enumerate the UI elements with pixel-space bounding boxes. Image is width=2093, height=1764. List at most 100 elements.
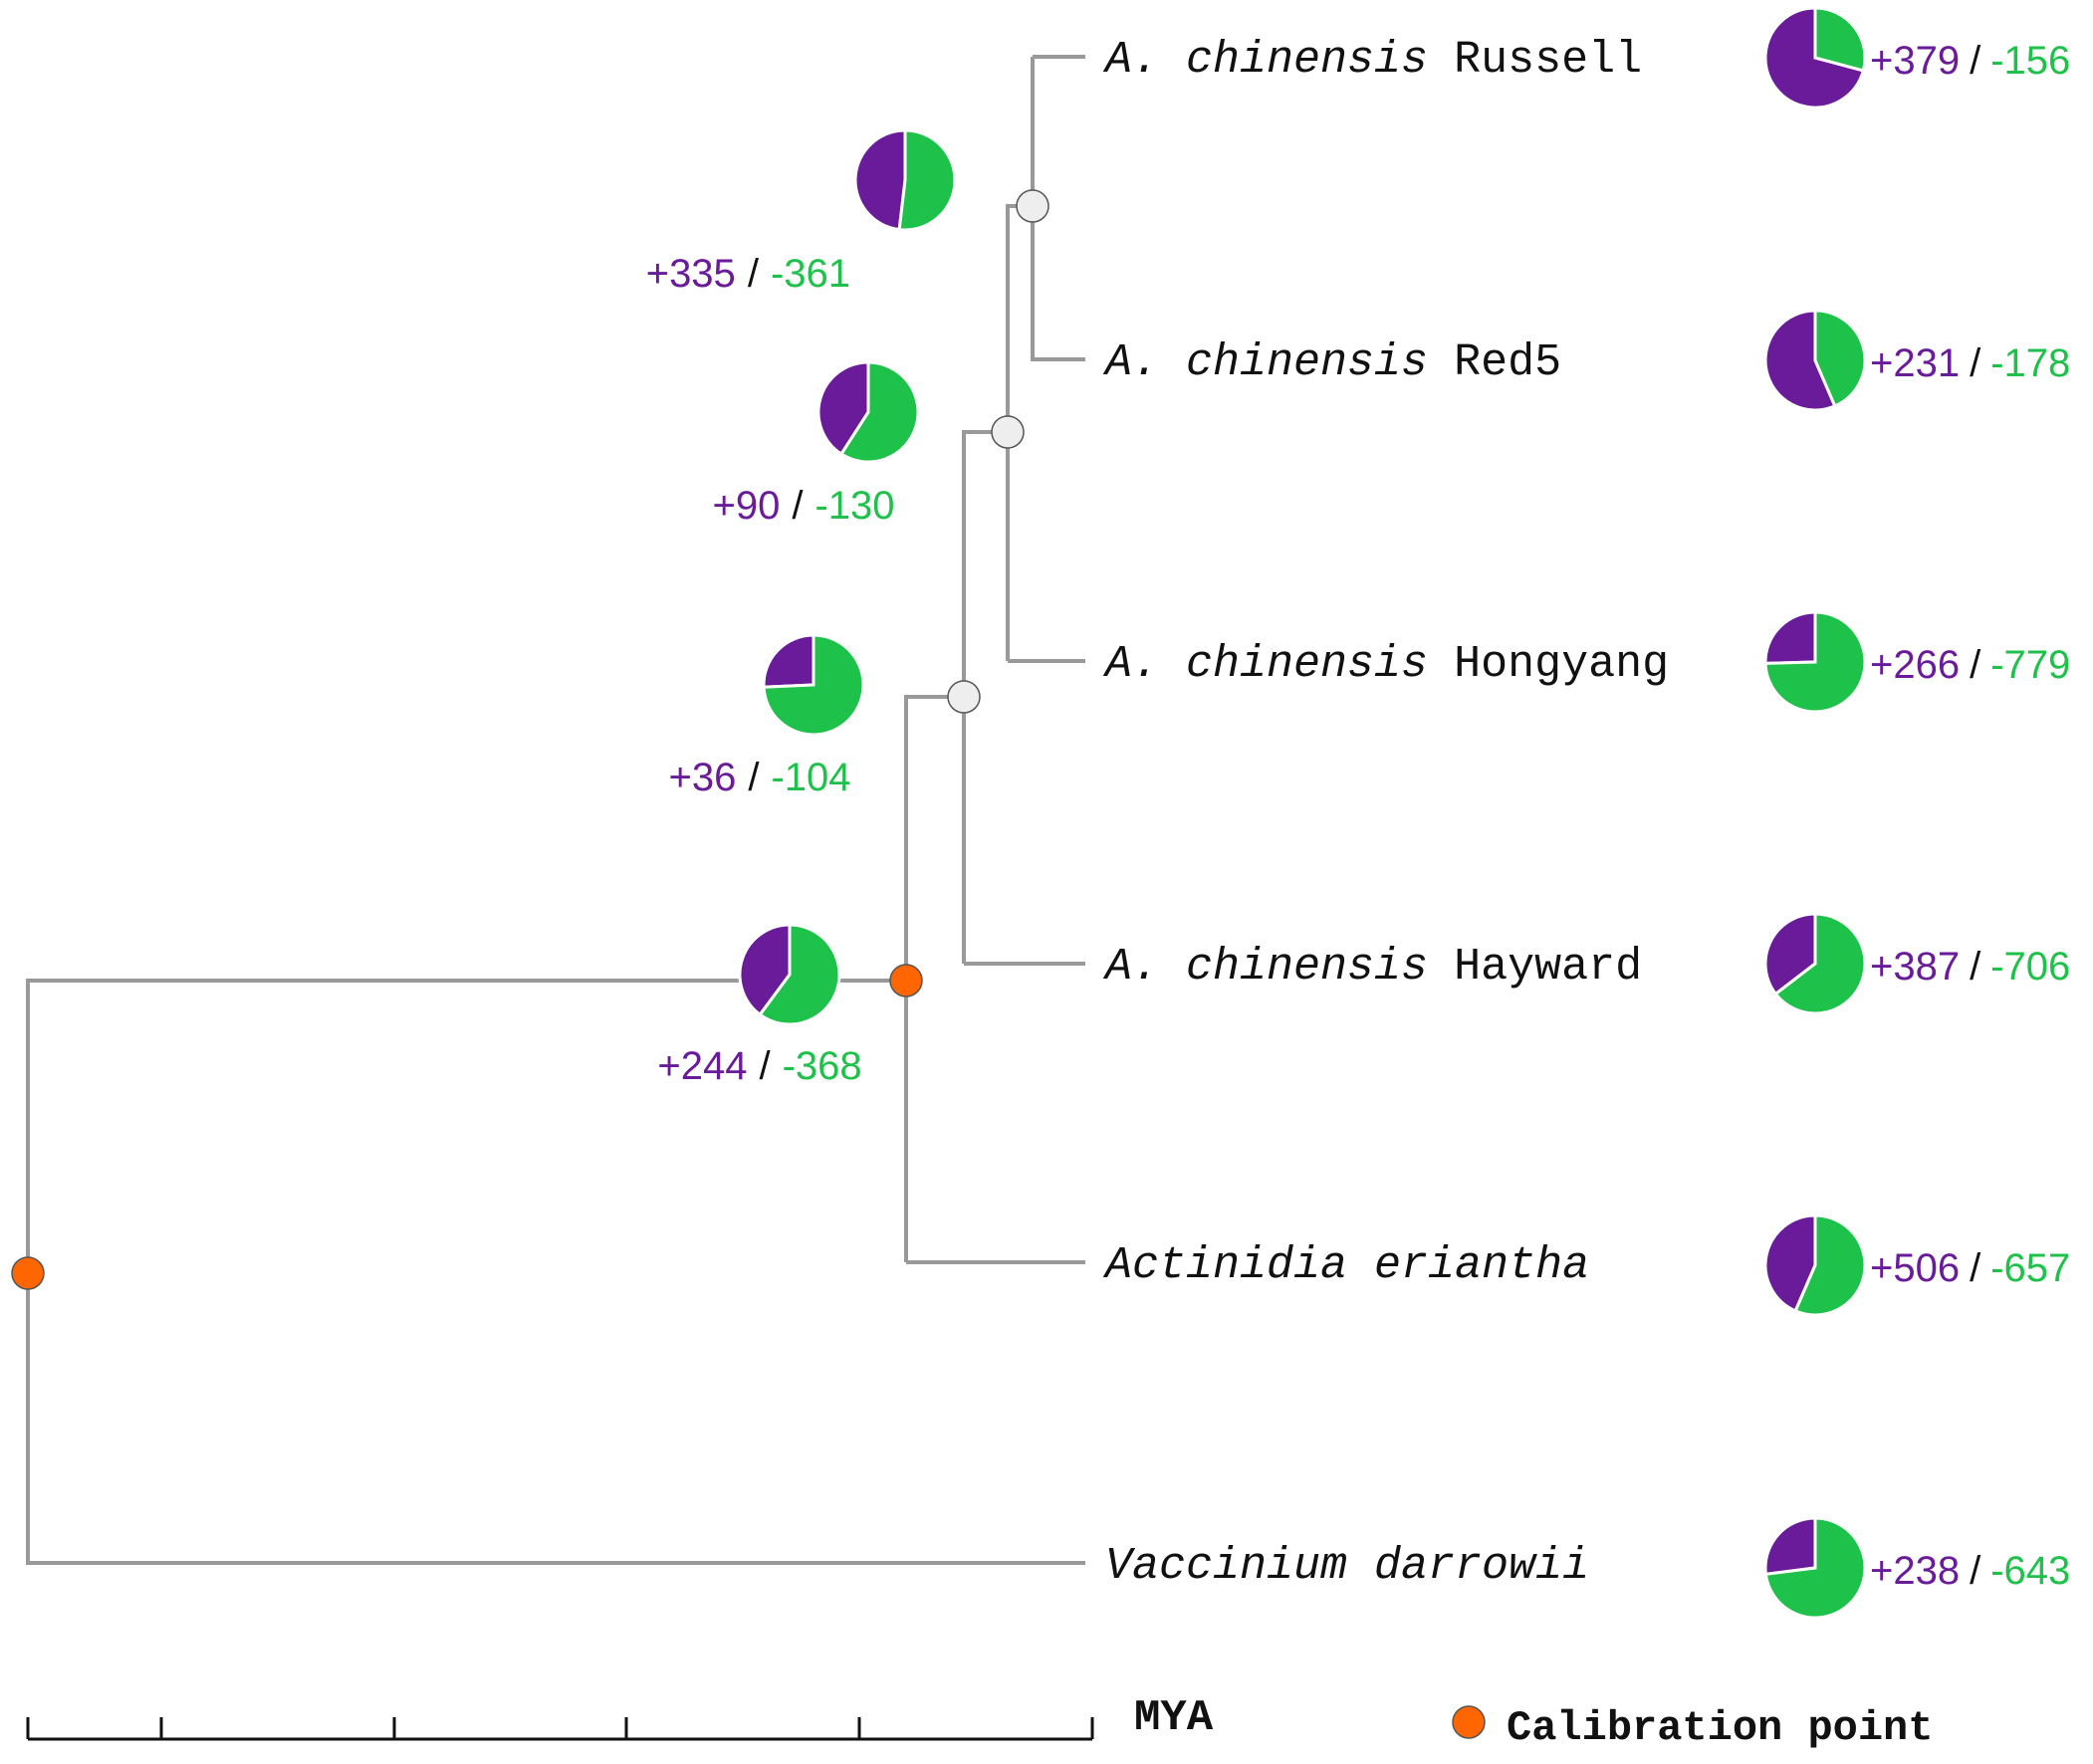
count-tip-eriantha: +506/-657 <box>1870 1246 2070 1290</box>
taxon-species: Vaccinium darrowii <box>1105 1541 1589 1592</box>
separator: / <box>748 756 760 799</box>
separator: / <box>1970 341 1981 385</box>
count-tip-red5: +231/-178 <box>1870 341 2070 385</box>
pie-slice-gain <box>1763 610 1817 665</box>
loss-count: -657 <box>1990 1246 2070 1290</box>
pie-node-russell-red5 <box>853 128 957 232</box>
taxon-species: Actinidia eriantha <box>1102 1240 1589 1291</box>
pie-slice-loss <box>1793 1213 1867 1317</box>
count-node-russell-red5: +335 /-361 <box>646 252 850 296</box>
taxon-label-hongyang: A. chinensis Hongyang <box>1102 639 1669 690</box>
loss-count: -706 <box>1990 945 2070 989</box>
pie-slice-loss <box>762 633 865 737</box>
separator: / <box>759 1044 771 1088</box>
pie-slice-loss <box>1763 610 1867 714</box>
calibration-node-root <box>11 1256 45 1290</box>
calibration-node-actinidia <box>889 964 923 997</box>
taxon-cultivar: Red5 <box>1454 337 1561 388</box>
branch-actinidia <box>904 695 964 1262</box>
pie-slice-gain <box>1763 309 1837 412</box>
loss-count: -178 <box>1990 341 2070 385</box>
taxon-genus: A. chinensis <box>1102 337 1428 388</box>
internal-node-pies: +335/-361 +90/-130 +36/-104 +244/-368 <box>646 128 957 1088</box>
pie-slice-gain <box>1763 1213 1817 1313</box>
taxon-genus: A. chinensis <box>1102 942 1428 992</box>
loss-count: -130 <box>814 484 894 528</box>
pie-node-hayward <box>762 633 865 737</box>
pie-slice-gain <box>738 923 792 1017</box>
loss-count: -368 <box>783 1044 862 1088</box>
node-hongyang-marker <box>991 415 1025 449</box>
time-axis: MYA <box>26 1693 1214 1743</box>
count-node-hayward: +36 / -104 <box>668 756 850 799</box>
tree-nodes <box>11 189 1049 1290</box>
taxon-label-vaccinium: Vaccinium darrowii <box>1105 1541 1589 1592</box>
gain-count: +90 <box>712 484 780 528</box>
separator: / <box>1970 643 1981 687</box>
taxon-label-red5: A. chinensis Red5 <box>1102 337 1561 388</box>
pie-slice-loss <box>1813 6 1867 73</box>
taxon-cultivar: Hongyang <box>1454 639 1669 690</box>
taxon-genus: A. chinensis <box>1102 35 1428 86</box>
taxon-genus: A. chinensis <box>1102 639 1428 690</box>
loss-count: -104 <box>771 756 850 799</box>
gain-count: +36 <box>668 756 736 799</box>
pie-tip-hongyang <box>1763 610 1867 714</box>
gain-count: +238 <box>1870 1549 1960 1593</box>
separator: / <box>748 252 760 296</box>
gain-count: +231 <box>1870 341 1960 385</box>
pie-node-hongyang <box>816 360 920 464</box>
pie-slice-gain <box>1763 1516 1817 1576</box>
pie-tip-hayward <box>1763 912 1867 1015</box>
pie-tip-red5 <box>1763 309 1867 412</box>
pie-node-actinidia <box>738 923 841 1026</box>
pie-slice-gain <box>853 128 907 232</box>
tip-pies: +379/-156 +231/-178 +266/-779 +387/-706 … <box>1763 6 2070 1620</box>
count-node-hongyang: +90/-130 <box>712 484 894 528</box>
pie-tip-russell <box>1763 6 1867 110</box>
taxon-cultivar: Russell <box>1454 35 1642 86</box>
branch-russell-red5 <box>1031 57 1085 361</box>
pie-slice-gain <box>762 633 815 689</box>
count-tip-vaccinium: +238/-643 <box>1870 1549 2070 1593</box>
gain-count: +266 <box>1870 643 1960 687</box>
tree-branches <box>26 55 1085 1565</box>
taxon-label-eriantha: Actinidia eriantha <box>1102 1240 1589 1291</box>
separator: / <box>1970 945 1981 989</box>
gain-count: +335 <box>646 252 736 296</box>
taxon-label-russell: A. chinensis Russell <box>1102 35 1642 86</box>
gain-count: +379 <box>1870 39 1960 83</box>
loss-count: -779 <box>1990 643 2070 687</box>
gain-count: +506 <box>1870 1246 1960 1290</box>
separator: / <box>1970 1549 1981 1593</box>
pie-slice-loss <box>758 923 841 1026</box>
legend-label: Calibration point <box>1507 1704 1933 1752</box>
taxon-label-hayward: A. chinensis Hayward <box>1102 942 1642 992</box>
node-russell-red5-marker <box>1016 189 1049 223</box>
legend: Calibration point <box>1452 1704 1933 1752</box>
count-tip-hayward: +387/-706 <box>1870 945 2070 989</box>
pie-slice-gain <box>1763 912 1817 996</box>
node-hayward-marker <box>947 680 981 714</box>
pie-slice-loss <box>838 360 920 464</box>
count-tip-hongyang: +266/-779 <box>1870 643 2070 687</box>
loss-count: -361 <box>771 252 850 296</box>
pie-slice-loss <box>1773 912 1867 1015</box>
loss-count: -643 <box>1990 1549 2070 1593</box>
calibration-dot-icon <box>1452 1705 1486 1739</box>
gain-count: +244 <box>657 1044 747 1088</box>
pie-tip-vaccinium <box>1763 1516 1867 1620</box>
separator: / <box>1970 39 1981 83</box>
pie-slice-loss <box>1813 309 1867 408</box>
taxon-cultivar: Hayward <box>1454 942 1642 992</box>
gain-count: +387 <box>1870 945 1960 989</box>
pie-slice-loss <box>1763 1516 1867 1620</box>
axis-label: MYA <box>1134 1693 1214 1743</box>
loss-count: -156 <box>1990 39 2070 83</box>
count-node-actinidia: +244 / -368 <box>657 1044 861 1088</box>
pie-tip-eriantha <box>1763 1213 1867 1317</box>
count-tip-russell: +379/-156 <box>1870 39 2070 83</box>
